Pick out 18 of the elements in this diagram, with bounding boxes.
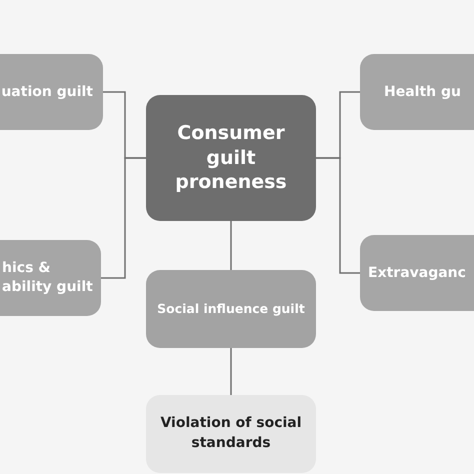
- topic-box: [146, 270, 316, 348]
- box-label: Social influence guilt: [157, 300, 305, 318]
- topic-box: [146, 95, 316, 221]
- topic-box: [360, 235, 474, 311]
- connector-line: [230, 348, 232, 395]
- connector-line: [101, 157, 146, 279]
- connector-line: [316, 157, 360, 274]
- box-label: uation guilt: [1, 82, 93, 102]
- box-label: Consumer guilt proneness: [174, 120, 288, 196]
- connector-line: [230, 221, 232, 270]
- box-label: Extravaganc: [368, 264, 466, 282]
- topic-box: [0, 240, 101, 316]
- box-label: Health gu: [384, 82, 461, 102]
- box-label: hics & ability guilt: [2, 259, 94, 297]
- topic-box: [0, 54, 103, 130]
- topic-box: [360, 54, 474, 130]
- box-label: Violation of social standards: [159, 414, 303, 453]
- topic-box: [146, 395, 316, 473]
